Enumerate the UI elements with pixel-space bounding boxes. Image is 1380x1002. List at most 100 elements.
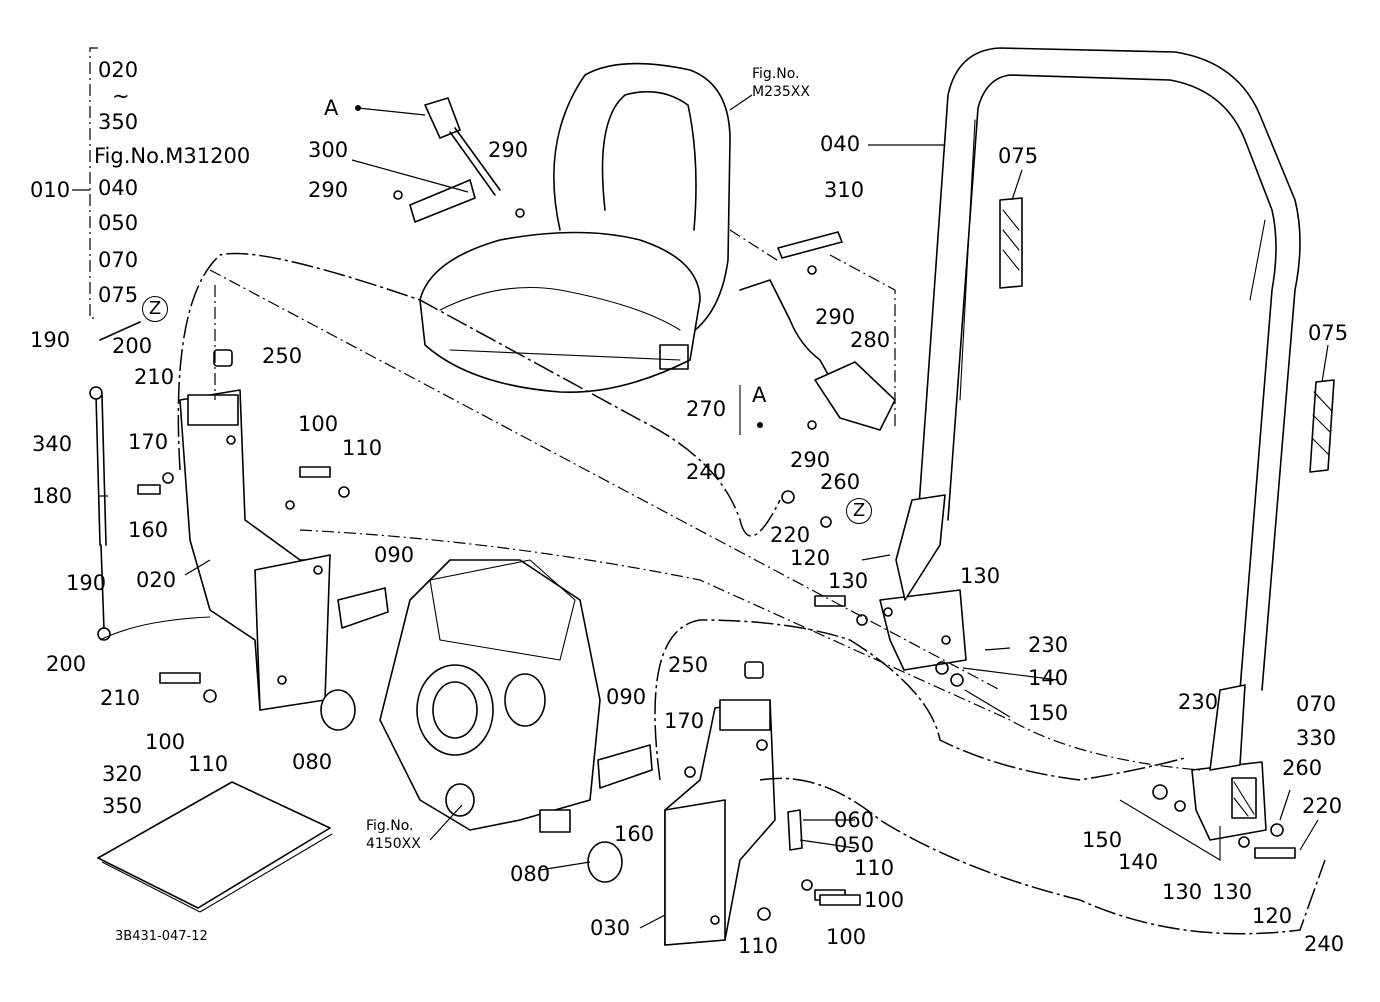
callout-290-b: 290 — [488, 138, 529, 162]
bolts-and-washers — [137, 466, 1296, 921]
rops-frame — [917, 47, 1301, 691]
callout-150-b: 150 — [1082, 828, 1123, 852]
callout-340: 340 — [32, 432, 73, 456]
callout-080-b: 080 — [510, 862, 551, 886]
callout-250-b: 250 — [668, 653, 709, 677]
transmission-case — [379, 559, 601, 833]
callout-240-a: 240 — [686, 460, 727, 484]
callout-170-b: 170 — [664, 709, 705, 733]
callout-230-a: 230 — [1028, 633, 1069, 657]
callout-140-a: 140 — [1028, 666, 1069, 690]
callout-100-a: 100 — [298, 412, 339, 436]
callout-280: 280 — [850, 328, 891, 352]
callout-150-a: 150 — [1028, 701, 1069, 725]
group-item-075: 075 — [98, 283, 139, 307]
callout-080-a: 080 — [292, 750, 333, 774]
callout-075-a: 075 — [998, 144, 1039, 168]
marker-z-left: Z — [142, 296, 168, 322]
group-item-tilde: ~ — [112, 84, 130, 108]
callout-130-a: 130 — [828, 569, 869, 593]
group-item-040: 040 — [98, 176, 139, 200]
callout-210-b: 210 — [100, 686, 141, 710]
callout-130-d: 130 — [1212, 880, 1253, 904]
callout-130-c: 130 — [1162, 880, 1203, 904]
callout-330: 330 — [1296, 726, 1337, 750]
callout-240-b: 240 — [1304, 932, 1345, 956]
decal-050 — [787, 809, 803, 851]
seatbelt-buckle — [393, 97, 525, 223]
callout-320: 320 — [102, 762, 143, 786]
callout-030: 030 — [590, 916, 631, 940]
callout-170-a: 170 — [128, 430, 169, 454]
callout-120-a: 120 — [790, 546, 831, 570]
operator-seat — [419, 62, 731, 394]
callout-160-a: 160 — [128, 518, 169, 542]
callout-075-b: 075 — [1308, 321, 1349, 345]
callout-190-b: 190 — [66, 571, 107, 595]
cushions — [320, 587, 653, 883]
callout-060: 060 — [834, 808, 875, 832]
callout-120-b: 120 — [1252, 904, 1293, 928]
gas-spring — [89, 386, 111, 641]
decal-075 — [999, 197, 1335, 473]
callout-050: 050 — [834, 833, 875, 857]
callout-290-d: 290 — [790, 448, 831, 472]
callout-230-b: 230 — [1178, 690, 1219, 714]
callout-110-b: 110 — [188, 752, 229, 776]
group-item-350: 350 — [98, 110, 139, 134]
seat-fig-ref-line1: Fig.No. — [752, 66, 800, 82]
seatbelt-retractor — [739, 231, 896, 431]
callout-180: 180 — [32, 484, 73, 508]
group-item-020: 020 — [98, 58, 139, 82]
callout-110-c: 110 — [854, 856, 895, 880]
callout-110-d: 110 — [738, 934, 779, 958]
group-item-050: 050 — [98, 211, 139, 235]
group-item-070: 070 — [98, 248, 139, 272]
callout-160-b: 160 — [614, 822, 655, 846]
seat-fig-ref-line2: M235XX — [752, 84, 810, 100]
group-item-fig-ref: Fig.No.M31200 — [94, 144, 251, 168]
trans-fig-ref-line2: 4150XX — [366, 836, 421, 852]
callout-210-a: 210 — [134, 365, 175, 389]
callout-040: 040 — [820, 132, 861, 156]
callout-190-a: 190 — [30, 328, 71, 352]
callout-100-c: 100 — [864, 888, 905, 912]
operator-manual — [97, 781, 331, 909]
callout-200-a: 200 — [112, 334, 153, 358]
group-bracket — [89, 47, 98, 319]
callout-270: 270 — [686, 397, 727, 421]
rops-left-foot — [879, 494, 967, 671]
callout-100-b: 100 — [145, 730, 186, 754]
callout-130-b: 130 — [960, 564, 1001, 588]
callout-350: 350 — [102, 794, 143, 818]
callout-100-d: 100 — [826, 925, 867, 949]
rops-right-foot — [1191, 684, 1267, 841]
callout-090-b: 090 — [606, 685, 647, 709]
drawing-code: 3B431-047-12 — [115, 929, 208, 944]
callout-310: 310 — [824, 178, 865, 202]
callout-200-b: 200 — [46, 652, 87, 676]
callout-220-a: 220 — [770, 523, 811, 547]
callout-260-a: 260 — [820, 470, 861, 494]
callout-090-a: 090 — [374, 543, 415, 567]
callout-110-a: 110 — [342, 436, 383, 460]
callout-300: 300 — [308, 138, 349, 162]
callout-140-b: 140 — [1118, 850, 1159, 874]
marker-z-right: Z — [846, 498, 872, 524]
right-support-bracket — [664, 661, 776, 946]
marker-a-buckle: A — [324, 96, 339, 120]
cable-240 — [177, 252, 781, 537]
leader-lines — [98, 144, 1329, 929]
trans-fig-ref-line1: Fig.No. — [366, 818, 414, 834]
callout-260-b: 260 — [1282, 756, 1323, 780]
callout-290-a: 290 — [308, 178, 349, 202]
callout-220-b: 220 — [1302, 794, 1343, 818]
callout-290-c: 290 — [815, 305, 856, 329]
marker-a-retractor: A — [752, 383, 767, 407]
callout-020: 020 — [136, 568, 177, 592]
callout-250-a: 250 — [262, 344, 303, 368]
group-label-010: 010 — [30, 178, 71, 202]
callout-070: 070 — [1296, 692, 1337, 716]
